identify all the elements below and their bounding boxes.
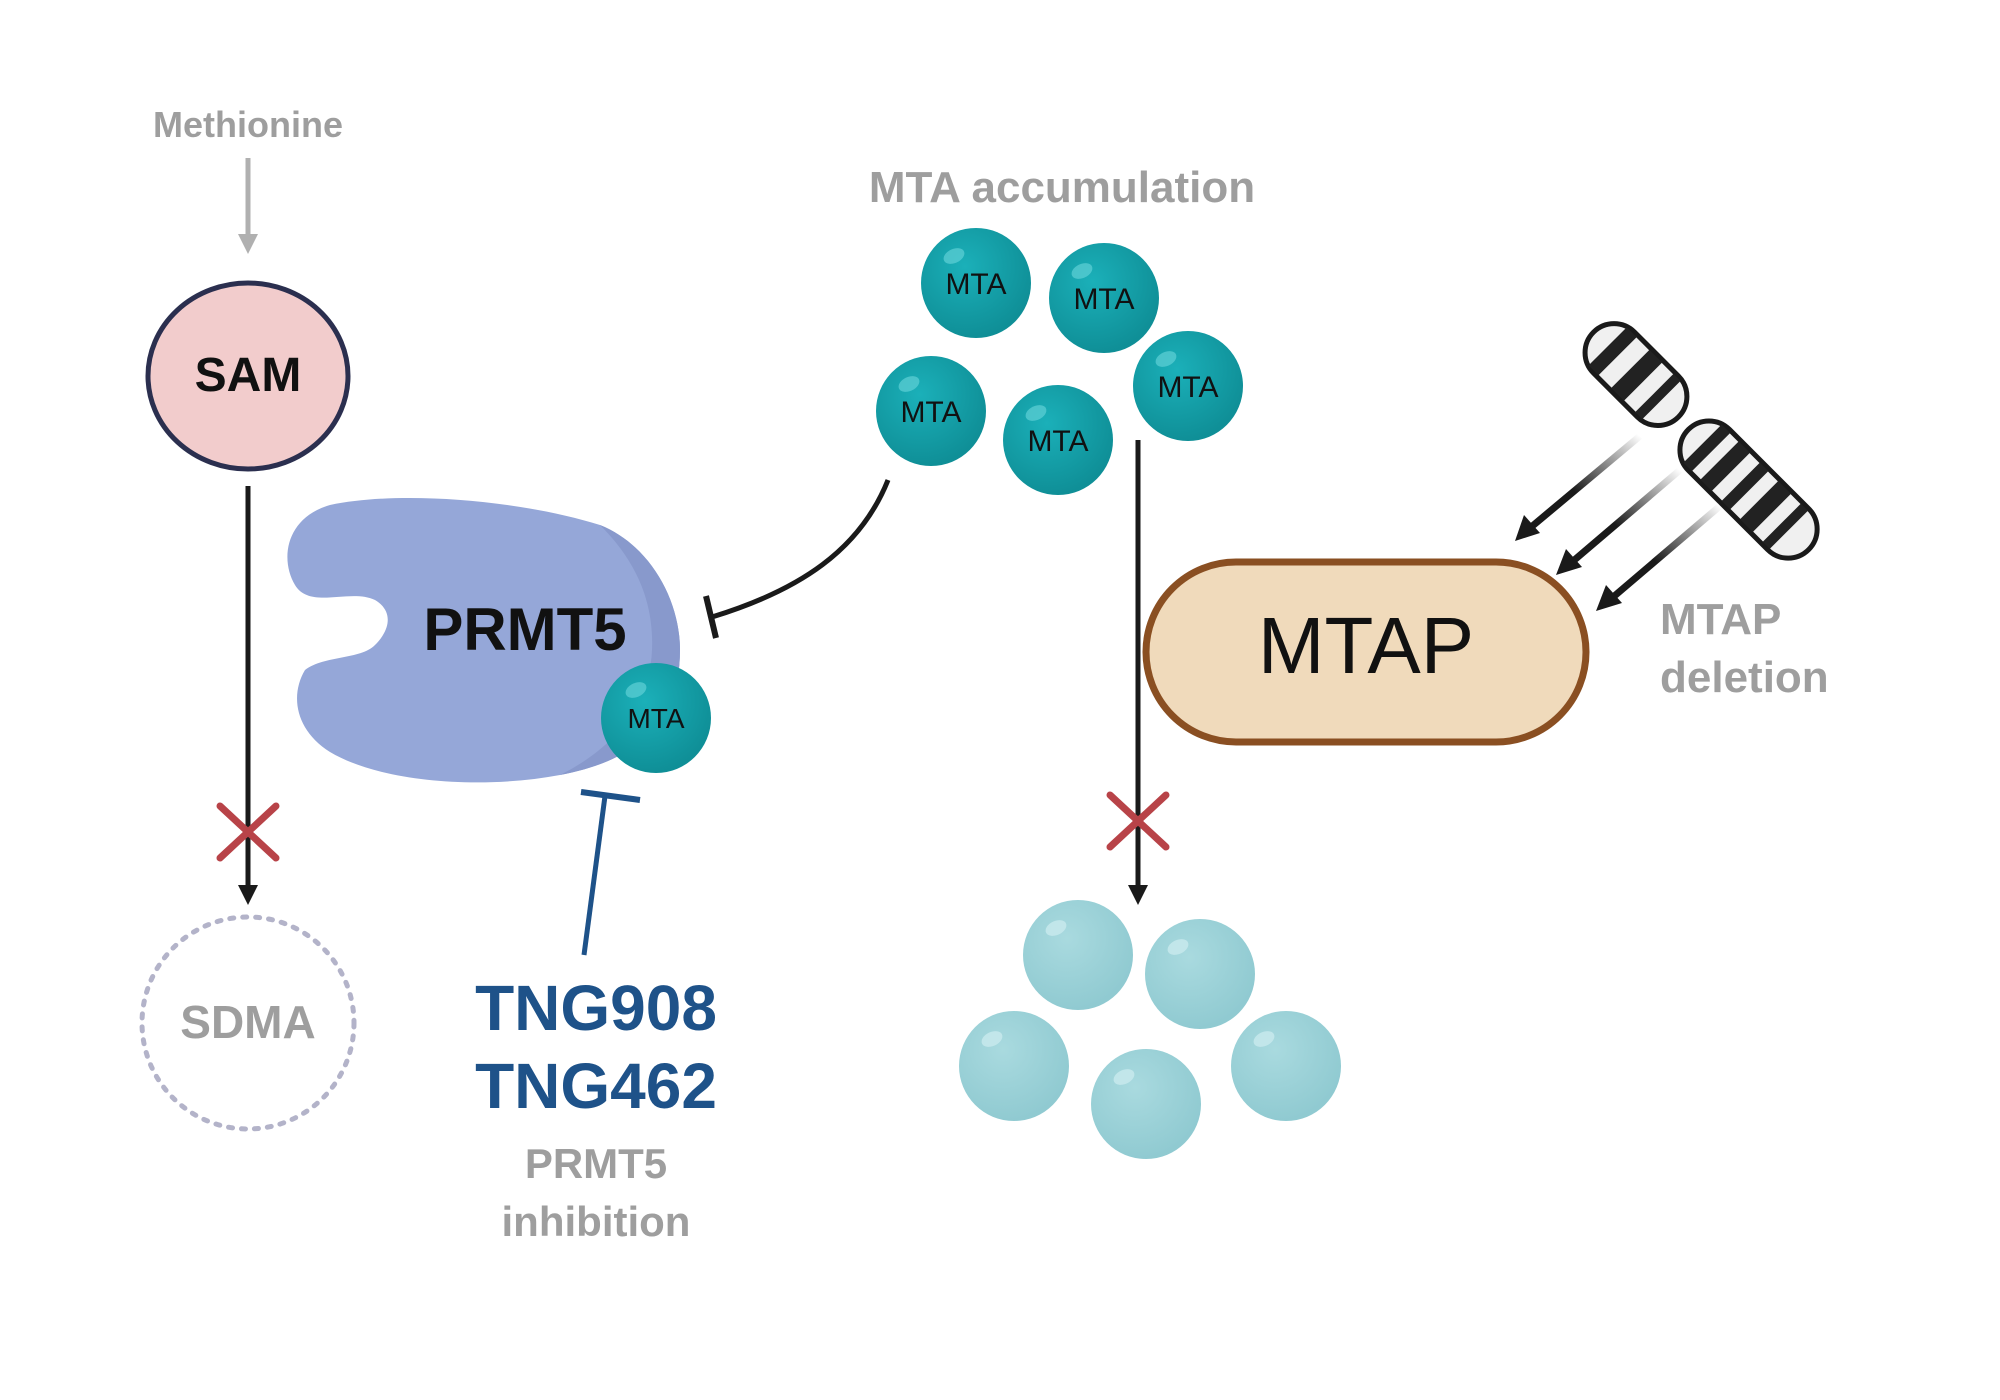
mta-molecule-label: MTA [1073, 283, 1134, 316]
sdma-label: SDMA [180, 996, 315, 1048]
prmt5-label: PRMT5 [423, 596, 626, 663]
mta-molecule-label: MTA [1157, 371, 1218, 404]
mta-bound-highlight [625, 682, 647, 698]
blocked-cross-left [216, 802, 280, 862]
mta-bound-label: MTA [627, 703, 684, 734]
deletion-arrowhead [1556, 549, 1582, 575]
inhibition-bar [580, 789, 641, 803]
mta-molecule: MTA [921, 228, 1031, 338]
sdma-node [139, 914, 357, 1132]
sam-label: SAM [195, 349, 302, 402]
product-molecule [959, 1011, 1069, 1121]
prmt5-enzyme [287, 497, 680, 783]
mta-molecule-label: MTA [945, 268, 1006, 301]
inhibition-line [581, 795, 608, 956]
product-molecule [1231, 1011, 1341, 1121]
deletion-arrow [1527, 433, 1643, 531]
mta-molecule-label: MTA [1027, 425, 1088, 458]
deletion-arrow [1569, 467, 1683, 565]
mta-molecule: MTA [1133, 331, 1243, 441]
mta-inhibits-prmt5-line [711, 479, 891, 620]
prmt5-inhibition-caption-2: inhibition [502, 1198, 691, 1245]
mta-accumulation-label: MTA accumulation [869, 163, 1255, 212]
blocked-cross-right [1106, 791, 1170, 851]
deletion-arrowhead [1596, 585, 1622, 611]
mtap-deletion-label-2: deletion [1660, 653, 1829, 702]
mtap-enzyme [1142, 558, 1590, 746]
mta-molecule-label: MTA [900, 396, 961, 429]
product-cluster [959, 900, 1341, 1159]
mta-molecule: MTA [876, 356, 986, 466]
methionine-label: Methionine [153, 104, 343, 145]
drug-tng462-label: TNG462 [475, 1050, 717, 1122]
mta-inhibits-prmt5-bar [703, 595, 719, 639]
chromosome-icon [1582, 321, 1820, 561]
mtap-deletion-label-1: MTAP [1660, 595, 1781, 644]
drug-tng908-label: TNG908 [475, 972, 717, 1044]
deletion-arrows [1515, 433, 1723, 611]
product-molecule [1023, 900, 1133, 1010]
product-molecule [1091, 1049, 1201, 1159]
deletion-arrowhead [1515, 515, 1540, 541]
prmt5-inhibition-caption-1: PRMT5 [525, 1140, 667, 1187]
mta-molecule: MTA [1003, 385, 1113, 495]
deletion-arrow [1609, 503, 1723, 601]
sam-node [145, 280, 351, 472]
mtap-label: MTAP [1258, 601, 1474, 690]
mta-cluster: MTA MTA MTA MTA MTA [876, 228, 1243, 495]
product-molecule [1145, 919, 1255, 1029]
mta-molecule: MTA [1049, 243, 1159, 353]
